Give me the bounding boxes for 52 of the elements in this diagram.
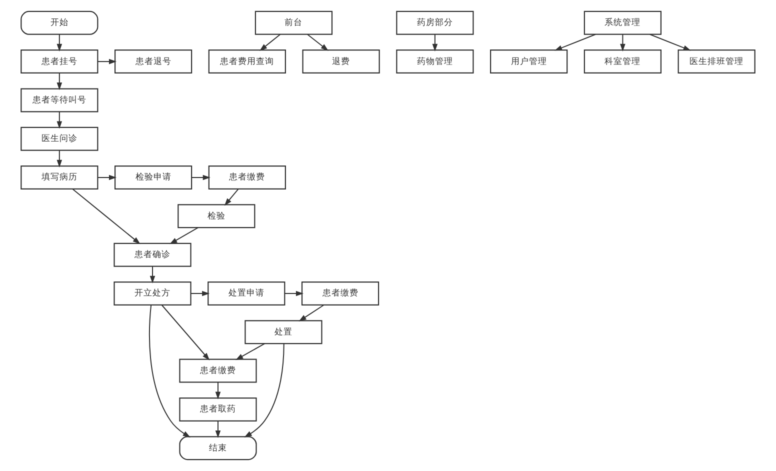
node-box: 患者缴费 xyxy=(179,358,257,383)
node-box: 患者取药 xyxy=(179,397,257,422)
node-box: 检验 xyxy=(178,204,256,228)
node-box: 药房部分 xyxy=(396,10,474,35)
node-box: 检验申请 xyxy=(114,166,192,190)
node-box: 药物管理 xyxy=(396,50,474,74)
node-box: 退费 xyxy=(302,50,380,74)
node-box: 医生问诊 xyxy=(20,126,98,151)
node-box: 患者缴费 xyxy=(301,282,380,306)
arrow xyxy=(215,420,221,438)
arrow xyxy=(650,34,691,51)
arrow xyxy=(432,34,438,52)
arrow xyxy=(98,174,117,180)
node-box: 结束 xyxy=(179,436,257,460)
arrow xyxy=(98,58,117,64)
arrow xyxy=(56,34,62,52)
node-box: 医生排班管理 xyxy=(678,50,756,74)
arrow xyxy=(72,188,140,244)
arrow xyxy=(244,344,284,438)
node-box: 开立处方 xyxy=(114,282,192,306)
node-box: 处置申请 xyxy=(208,282,286,306)
arrow xyxy=(620,34,626,52)
arrow xyxy=(56,73,62,90)
node-box: 患者缴费 xyxy=(208,166,286,190)
arrow xyxy=(56,112,62,129)
node-box: 前台 xyxy=(254,10,333,35)
arrow xyxy=(56,150,62,168)
node-box: 填写病历 xyxy=(20,166,98,190)
node-box: 患者挂号 xyxy=(20,50,98,74)
arrow xyxy=(284,290,304,296)
arrow xyxy=(162,304,210,360)
arrow xyxy=(260,34,281,51)
node-box: 系统管理 xyxy=(584,10,662,35)
arrow xyxy=(191,290,210,296)
node-box: 开始 xyxy=(20,10,98,35)
arrow xyxy=(150,266,156,284)
node-box: 用户管理 xyxy=(490,50,568,74)
node-box: 处置 xyxy=(244,320,322,344)
node-box: 科室管理 xyxy=(584,50,662,74)
arrow xyxy=(215,382,221,400)
node-box: 患者等待叫号 xyxy=(20,88,98,112)
arrow xyxy=(307,34,328,51)
node-box: 患者确诊 xyxy=(114,242,192,267)
node-box: 患者费用查询 xyxy=(208,50,286,74)
arrow xyxy=(224,188,239,206)
arrow xyxy=(192,174,210,180)
arrow xyxy=(298,304,324,322)
arrow xyxy=(236,343,265,360)
arrow xyxy=(148,305,190,438)
arrow xyxy=(554,34,596,51)
node-box: 患者退号 xyxy=(114,50,192,74)
arrow xyxy=(170,227,198,244)
